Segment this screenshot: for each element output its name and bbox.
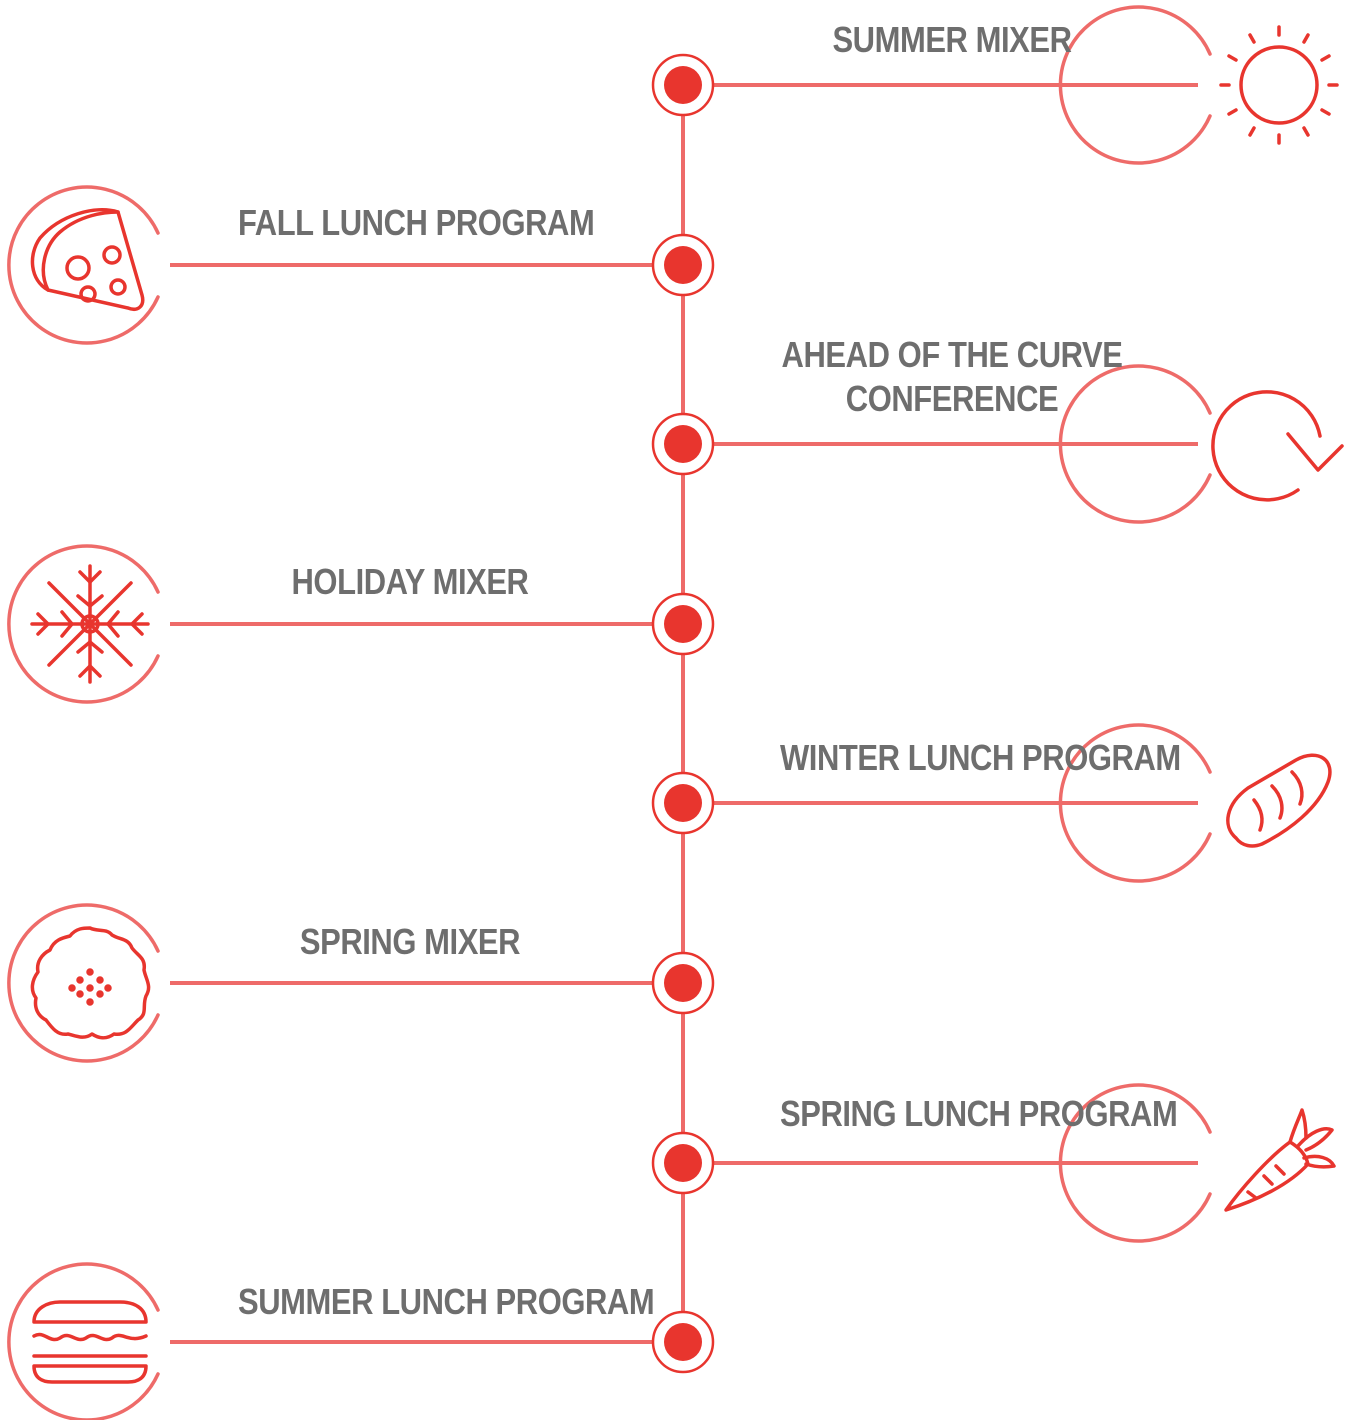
timeline-node — [651, 1131, 715, 1195]
snowflake-icon — [7, 544, 160, 704]
refresh-arrow-icon — [1058, 364, 1344, 524]
event-label-holiday-mixer: HOLIDAY MIXER — [291, 561, 529, 602]
sun-icon — [1058, 5, 1339, 165]
event-label-fall-lunch-program: FALL LUNCH PROGRAM — [238, 202, 595, 243]
event-label-conference-line2: CONFERENCE — [845, 378, 1059, 419]
carrot-icon — [1058, 1083, 1336, 1243]
timeline-node — [651, 592, 715, 656]
timeline-node — [651, 1310, 715, 1374]
timeline-node — [651, 951, 715, 1015]
timeline-node — [651, 771, 715, 835]
event-label-winter-lunch-program: WINTER LUNCH PROGRAM — [780, 737, 1181, 778]
timeline-node — [651, 233, 715, 297]
event-label-spring-mixer: SPRING MIXER — [299, 921, 521, 962]
event-label-summer-mixer: SUMMER MIXER — [832, 19, 1072, 60]
bread-icon — [1058, 723, 1332, 883]
event-label-summer-lunch-program: SUMMER LUNCH PROGRAM — [238, 1281, 655, 1322]
pizza-icon — [7, 185, 160, 345]
event-label-conference-line1: AHEAD OF THE CURVE — [781, 334, 1123, 375]
burger-icon — [7, 1262, 160, 1420]
flower-icon — [7, 903, 160, 1063]
timeline-node — [651, 412, 715, 476]
timeline-node — [651, 53, 715, 117]
event-label-spring-lunch-program: SPRING LUNCH PROGRAM — [780, 1093, 1178, 1134]
